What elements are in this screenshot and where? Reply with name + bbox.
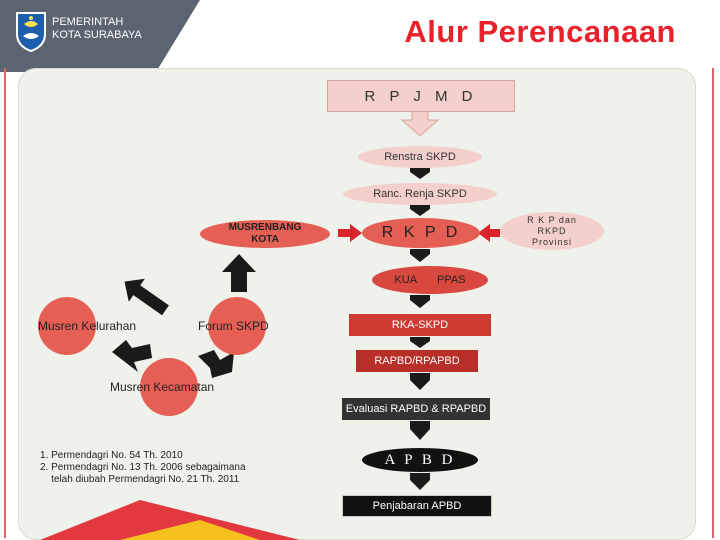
ppas-label: PPAS bbox=[437, 274, 466, 286]
rkp-to-rkpd-arrow bbox=[478, 224, 500, 242]
chevron-down-icon bbox=[410, 295, 430, 308]
government-line-1: PEMERINTAH bbox=[52, 16, 124, 28]
cycle-arrow-bottom-left bbox=[112, 340, 152, 372]
rkp-provinsi-node: R K P dan RKPD Provinsi bbox=[500, 212, 604, 250]
chevron-down-icon bbox=[410, 421, 430, 440]
renstra-skpd-node: Renstra SKPD bbox=[358, 146, 482, 168]
rka-skpd-node: RKA-SKPD bbox=[349, 314, 491, 336]
forum-to-musrenbang-arrow bbox=[222, 254, 256, 292]
evaluasi-node: Evaluasi RAPBD & RPAPBD bbox=[342, 398, 490, 420]
rkp-line-1: R K P dan bbox=[527, 214, 577, 225]
chevron-down-icon bbox=[410, 373, 430, 390]
kua-ppas-node: KUA PPAS bbox=[372, 266, 488, 294]
musrenbang-to-rkpd-arrow bbox=[338, 224, 362, 242]
rapbd-node: RAPBD/RPAPBD bbox=[356, 350, 478, 372]
left-red-rule bbox=[4, 68, 6, 538]
rkp-line-3: Provinsi bbox=[531, 236, 572, 247]
musrenbang-kota-node: MUSRENBANG KOTA bbox=[200, 220, 330, 248]
chevron-down-icon bbox=[410, 168, 430, 179]
government-label: PEMERINTAH KOTA SURABAYA bbox=[52, 16, 142, 42]
cycle-arrow-left-top bbox=[124, 278, 169, 316]
note-line-1: 1. Permendagri No. 54 Th. 2010 bbox=[40, 450, 183, 461]
rpjmd-down-arrow bbox=[400, 109, 440, 137]
bottom-red-stripe bbox=[40, 500, 300, 540]
musrenbang-line-1: MUSRENBANG bbox=[228, 222, 302, 233]
musren-kelurahan-label: Musren Kelurahan bbox=[38, 319, 137, 333]
bottom-yellow-stripe bbox=[120, 520, 260, 540]
chevron-connectors bbox=[410, 168, 430, 490]
note-line-3: telah diubah Permendagri No. 21 Th. 2011 bbox=[40, 474, 240, 485]
surabaya-emblem-icon bbox=[16, 12, 46, 52]
renja-skpd-node: Ranc. Renja SKPD bbox=[343, 183, 497, 205]
government-line-2: KOTA SURABAYA bbox=[52, 29, 142, 41]
rkpd-node: R K P D bbox=[362, 218, 480, 248]
regulation-notes: 1. Permendagri No. 54 Th. 2010 2. Permen… bbox=[40, 450, 246, 486]
musrenbang-line-2: KOTA bbox=[251, 234, 279, 245]
forum-skpd-label: Forum SKPD bbox=[198, 319, 269, 333]
chevron-down-icon bbox=[410, 337, 430, 348]
note-line-2: 2. Permendagri No. 13 Th. 2006 sebagaima… bbox=[40, 462, 246, 473]
page-title: Alur Perencanaan bbox=[404, 14, 676, 49]
right-red-rule bbox=[712, 68, 714, 538]
kua-label: KUA bbox=[394, 274, 418, 286]
apbd-node: A P B D bbox=[362, 448, 478, 472]
cycle-arrow-bottom-right bbox=[198, 350, 234, 378]
musren-kecamatan-label: Musren Kecamatan bbox=[110, 380, 215, 394]
chevron-down-icon bbox=[410, 205, 430, 216]
penjabaran-apbd-node: Penjabaran APBD bbox=[342, 495, 492, 517]
diagram-panel bbox=[18, 68, 696, 540]
rpjmd-box: R P J M D bbox=[327, 80, 515, 112]
forum-skpd-node: Forum SKPD bbox=[198, 297, 269, 355]
musren-kecamatan-node: Musren Kecamatan bbox=[110, 358, 214, 416]
chevron-down-icon bbox=[410, 473, 430, 490]
musren-kelurahan-node: Musren Kelurahan bbox=[38, 297, 136, 355]
header: PEMERINTAH KOTA SURABAYA Alur Perencanaa… bbox=[0, 0, 720, 72]
rkp-line-2: RKPD bbox=[537, 225, 567, 236]
chevron-down-icon bbox=[410, 249, 430, 262]
